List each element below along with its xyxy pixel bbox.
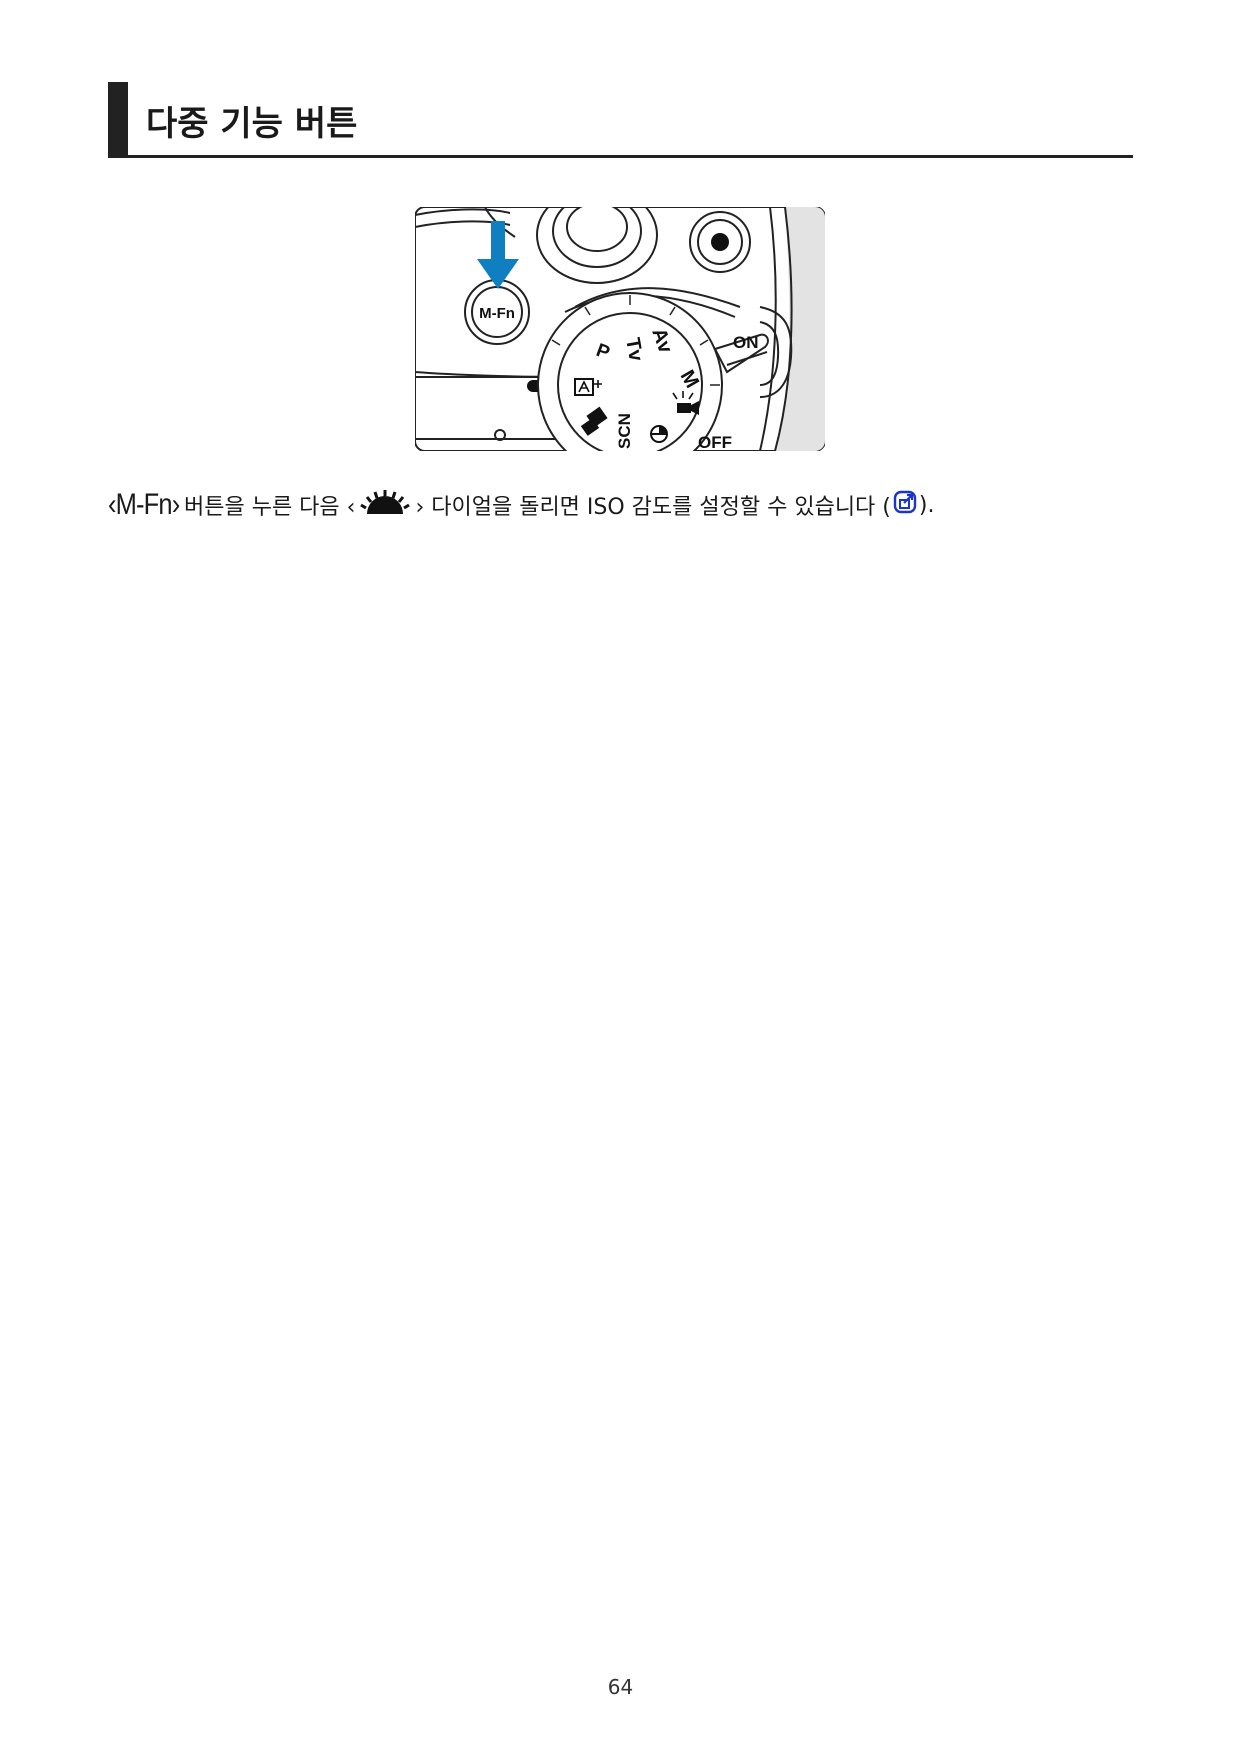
switch-off-label: OFF bbox=[698, 433, 732, 451]
instruction-part-3: ). bbox=[918, 492, 935, 518]
main-dial-icon bbox=[359, 488, 411, 522]
dial-auto-icon bbox=[574, 378, 602, 396]
press-arrow-icon bbox=[477, 221, 519, 289]
dial-creative-icon bbox=[580, 406, 608, 436]
heading-underline bbox=[108, 155, 1133, 158]
instruction-text: ‹M-Fn› 버튼을 누른 다음 ‹ › 다이얼을 돌리면 ISO 감도를 설정… bbox=[108, 488, 934, 522]
dial-special-icon bbox=[650, 425, 668, 443]
section-heading: 다중 기능 버튼 bbox=[108, 82, 1133, 158]
mfn-key-label: ‹M-Fn› bbox=[108, 488, 180, 521]
heading-accent-bar bbox=[108, 82, 128, 156]
cross-reference-icon[interactable] bbox=[892, 489, 918, 521]
mfn-button-label: M-Fn bbox=[479, 305, 515, 322]
section-title: 다중 기능 버튼 bbox=[146, 104, 358, 144]
instruction-part-2: › 다이얼을 돌리면 ISO 감도를 설정할 수 있습니다 ( bbox=[415, 495, 891, 520]
dial-label-tv: Tv bbox=[621, 336, 647, 364]
page-number: 64 bbox=[607, 1675, 634, 1699]
camera-illustration: Tv Av M P SCN ON OFF M-Fn bbox=[415, 207, 825, 451]
switch-on-label: ON bbox=[733, 333, 759, 352]
instruction-part-1: 버튼을 누른 다음 ‹ bbox=[183, 495, 356, 520]
dial-movie-icon bbox=[672, 391, 699, 415]
dial-label-scn: SCN bbox=[615, 413, 634, 449]
